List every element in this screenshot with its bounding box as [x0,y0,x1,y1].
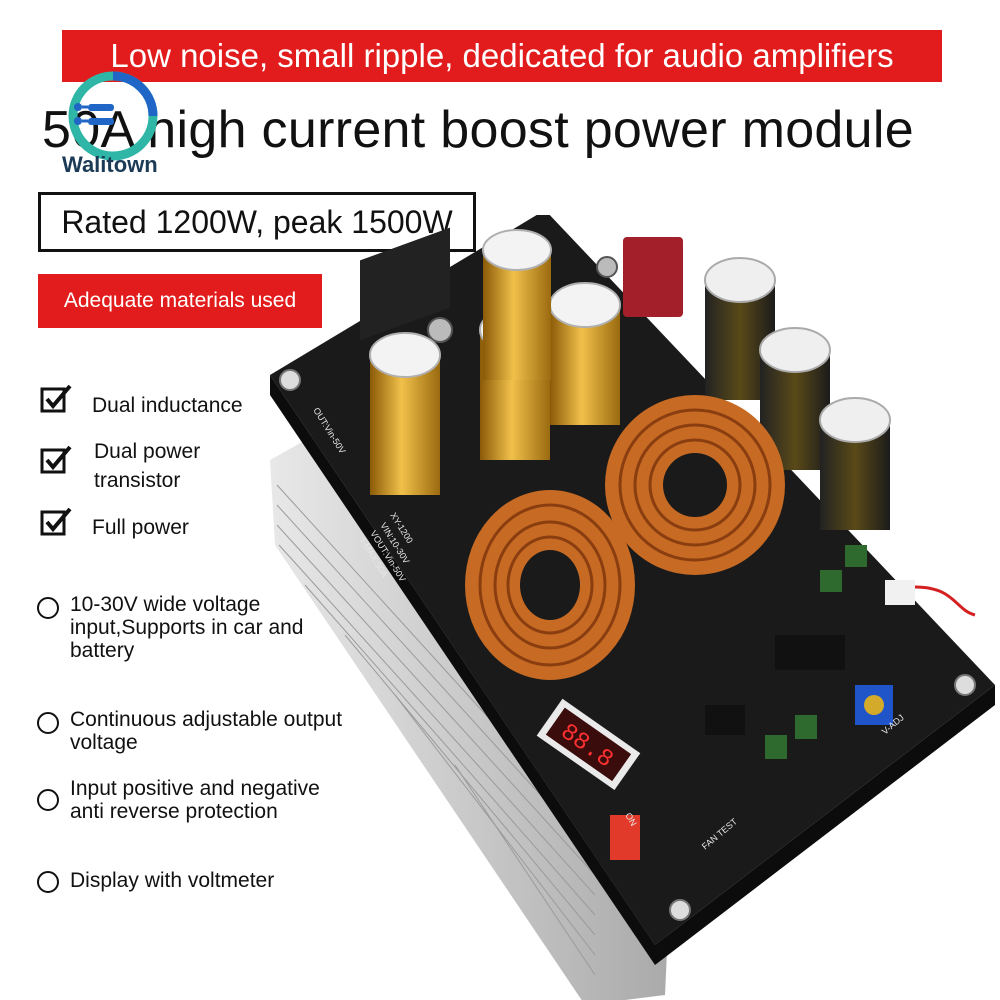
spec-line: input,Supports in car and [70,616,304,639]
spec-line: voltage [70,731,138,754]
feature-line: Dual power [94,440,201,463]
product-image: 88.8 XY-1200 VIN:10-30V VOUT:Vin-50V I-M… [270,215,995,1000]
toroidal-inductor [605,395,785,575]
fan-connector [885,580,915,605]
brand-logo-icon [68,71,158,161]
bullet-circle-icon [37,712,59,734]
spec-line: Display with voltmeter [70,869,275,892]
spec-input-voltage: 10-30V wide voltage input,Supports in ca… [70,593,303,662]
gold-capacitors [369,229,621,495]
banner-text: Low noise, small ripple, dedicated for a… [110,37,894,74]
dip-switch [610,815,640,860]
spec-line: battery [70,639,135,662]
small-capacitor [765,735,787,759]
spec-line: anti reverse protection [70,800,278,823]
black-capacitors [704,257,891,530]
toroidal-inductor [465,490,635,680]
checkbox-checked-icon [40,384,72,413]
top-banner: Low noise, small ripple, dedicated for a… [62,30,942,82]
brand-name: Walitown [62,152,158,177]
materials-text: Adequate materials used [63,289,297,312]
spec-line: Input positive and negative [70,777,320,800]
control-chip [705,705,745,735]
spec-line: 10-30V wide voltage [70,593,261,616]
spec-line: Continuous adjustable output [70,708,343,731]
potentiometer-screw-icon [864,695,884,715]
bullet-circle-icon [37,597,59,619]
spec-voltmeter: Display with voltmeter [70,869,274,892]
rated-power-text: Rated 1200W, peak 1500W [61,204,453,240]
materials-badge: Adequate materials used [38,274,322,328]
control-chip [775,635,845,670]
feature-full-power: Full power [92,516,189,539]
rated-power-box: Rated 1200W, peak 1500W [38,192,476,252]
spec-adjustable-output: Continuous adjustable output voltage [70,708,342,754]
small-capacitor [845,545,867,567]
small-capacitor [820,570,842,592]
fan-wire [914,585,976,617]
film-capacitor [623,237,683,317]
bullet-circle-icon [37,871,59,893]
checkbox-checked-icon [40,445,72,474]
feature-dual-power-transistor: Dual power transistor [94,437,200,495]
feature-dual-inductance: Dual inductance [92,394,243,417]
headline: 50A high current boost power module [42,101,914,159]
heatsink [270,415,675,1000]
checkbox-checked-icon [40,507,72,536]
bullet-circle-icon [37,789,59,811]
small-capacitor [795,715,817,739]
feature-line: transistor [94,469,181,492]
spec-reverse-protection: Input positive and negative anti reverse… [70,777,320,823]
